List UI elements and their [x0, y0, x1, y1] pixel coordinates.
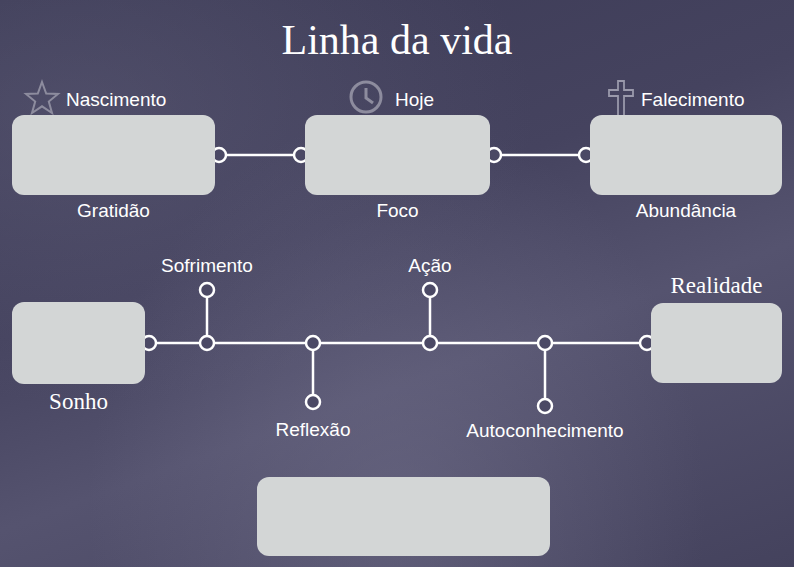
stage-caption: Abundância: [636, 200, 736, 222]
connector-line: [490, 154, 590, 157]
stage-heading: Hoje: [395, 89, 434, 111]
connector-line: [145, 342, 651, 345]
life-box: Sonho: [12, 302, 145, 384]
branch-line: [429, 297, 432, 336]
stage-caption: Gratidão: [77, 200, 150, 222]
timeline-connector: [142, 336, 654, 350]
timeline-connector: [212, 148, 308, 162]
life-box: HojeFoco: [305, 115, 490, 195]
diagram-title: Linha da vida: [0, 16, 794, 64]
timeline-dot: [306, 336, 320, 350]
timeline-connector: [487, 148, 593, 162]
milestone-label: Sofrimento: [161, 255, 253, 277]
empty-box: [257, 477, 550, 556]
clock-hands: [366, 88, 373, 103]
star-icon: [26, 82, 58, 113]
stage-caption: Sonho: [49, 389, 108, 415]
cross-icon: [609, 81, 633, 118]
life-box: FalecimentoAbundância: [590, 115, 782, 195]
timeline-dot: [200, 283, 214, 297]
timeline-dot: [538, 336, 552, 350]
stage-heading: Falecimento: [641, 89, 745, 111]
stage-caption: Foco: [376, 200, 418, 222]
life-box: NascimentoGratidão: [12, 115, 215, 195]
stage-heading: Nascimento: [66, 89, 166, 111]
milestone-label: Reflexão: [276, 419, 351, 441]
connector-line: [215, 154, 305, 157]
timeline-dot: [200, 336, 214, 350]
branch-line: [544, 350, 547, 399]
milestone-label: Ação: [408, 255, 451, 277]
milestone-label: Autoconhecimento: [466, 420, 623, 442]
timeline-dot: [306, 395, 320, 409]
branch-lines: [207, 297, 545, 399]
timeline-dot: [423, 283, 437, 297]
clock-icon: [351, 82, 381, 112]
life-box: Realidade: [651, 303, 782, 383]
branch-line: [206, 297, 209, 336]
timeline-dot: [423, 336, 437, 350]
clock-face: [351, 82, 381, 112]
timeline-dots: [200, 283, 552, 413]
timeline-dot: [538, 399, 552, 413]
stage-heading: Realidade: [671, 273, 763, 299]
branch-line: [312, 350, 315, 395]
